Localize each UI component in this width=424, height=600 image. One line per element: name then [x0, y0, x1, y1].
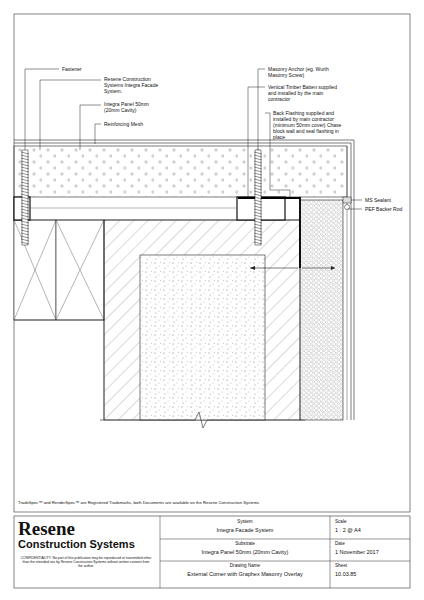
table-cell: External Corner with Graphex Masonry Ove… — [165, 571, 325, 578]
table-cell: Integra Facade System — [165, 527, 325, 534]
table-cell: Integra Panel 50mm (20mm Cavity) — [165, 549, 325, 556]
table-cell: Substrate — [165, 541, 325, 547]
part-label: MS Sealant — [365, 197, 410, 203]
table-cell: 1 : 2 @ A4 — [335, 527, 405, 534]
logo-text: Resene — [18, 519, 156, 538]
part-label: Vertical Timber Batten supplied and inst… — [268, 84, 340, 102]
part-label: Back Flashing supplied and installed by … — [273, 110, 351, 140]
footnote: TradeSpec™ and RenderSpec™ are Registere… — [18, 500, 408, 505]
table-cell: Drawing Name — [165, 563, 325, 569]
part-label: Masonry Anchor (eg. Wurth Masonry Screw) — [268, 66, 340, 78]
table-cell: 10.03.85 — [335, 571, 405, 578]
part-label: Fastener — [62, 66, 122, 72]
table-cell: Date — [335, 541, 405, 547]
part-label: Reinforcing Mesh — [104, 121, 174, 127]
part-label: Resene Construction Systems Integra Faca… — [104, 76, 166, 94]
part-label: PEF Backer Rod — [365, 206, 410, 212]
table-cell: Sheet — [335, 563, 405, 569]
table-cell: System — [165, 519, 325, 525]
confidentiality-note: CONFIDENTIALITY: No part of this publica… — [20, 556, 152, 568]
table-cell: 1 November 2017 — [335, 549, 405, 556]
part-label: Integra Panel 50mm (20mm Cavity) — [104, 101, 164, 113]
table-cell: Scale — [335, 519, 405, 525]
logo-text: Construction Systems — [18, 539, 158, 550]
